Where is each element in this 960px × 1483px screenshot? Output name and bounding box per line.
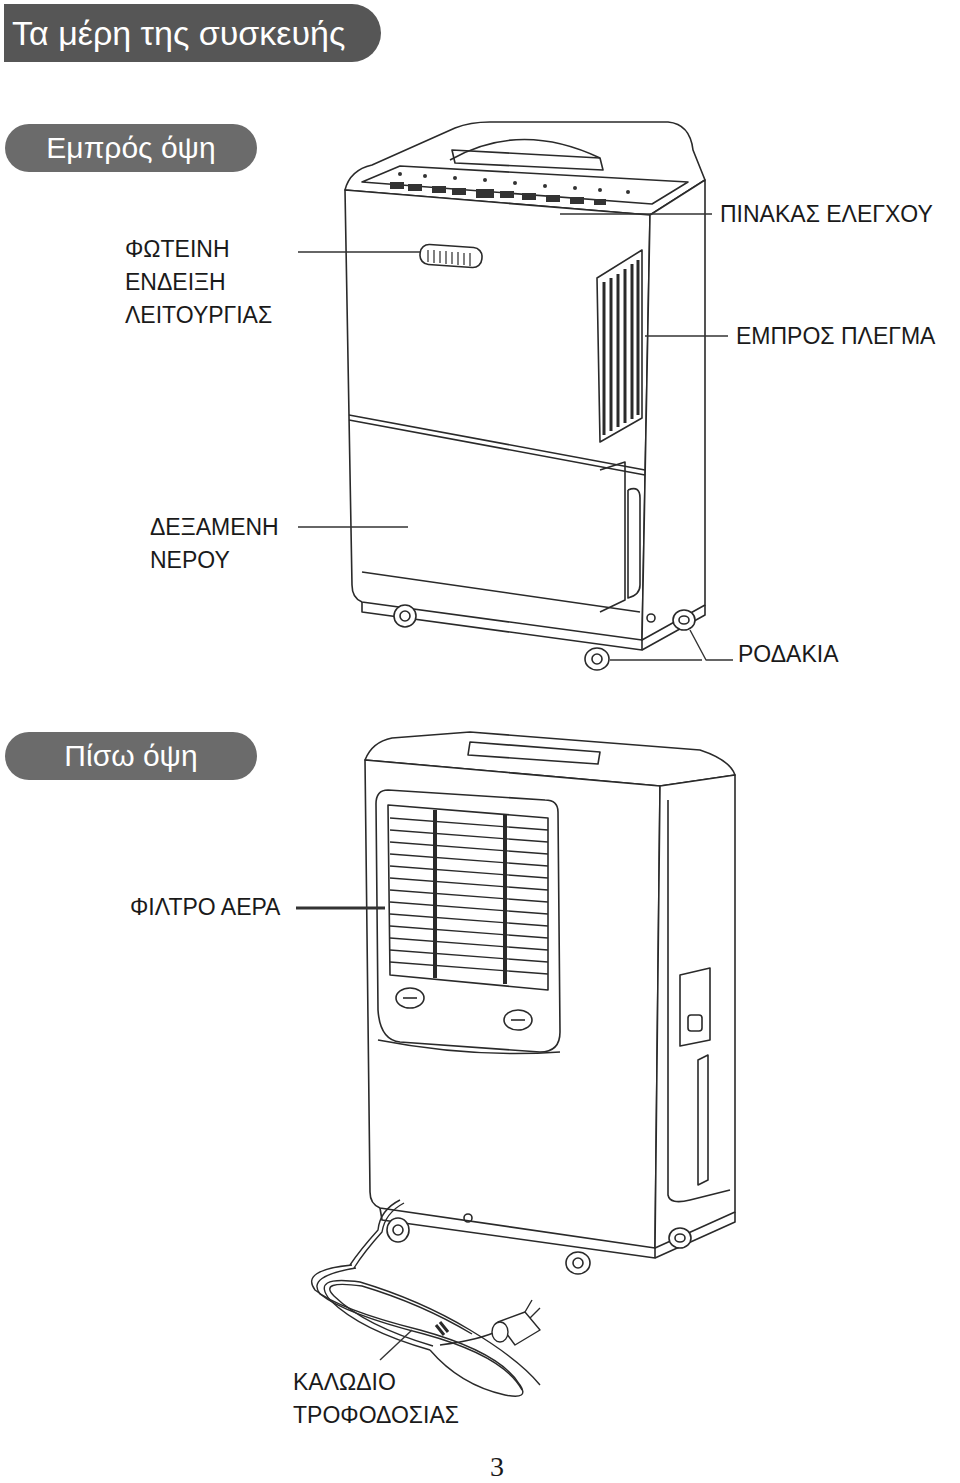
view-heading-text: Εμπρός όψη [46, 131, 215, 165]
part-label: ΚΑΛΩΔΙΟ ΤΡΟΦΟΔΟΣΙΑΣ [293, 1366, 459, 1432]
part-label: ΡΟΔΑΚΙΑ [738, 638, 839, 671]
leader-lines [296, 907, 385, 910]
front-view [345, 122, 705, 670]
view-heading-text: Πίσω όψη [64, 739, 197, 773]
view-heading: Πίσω όψη [5, 732, 257, 780]
part-label: ΠΙΝΑΚΑΣ ΕΛΕΓΧΟΥ [720, 198, 933, 231]
leader-lines [298, 214, 733, 660]
page-number: 3 [490, 1450, 504, 1483]
page-title: Τα μέρη της συσκευής [12, 14, 345, 53]
part-label: ΔΕΞΑΜΕΝΗ ΝΕΡΟΥ [150, 511, 279, 577]
part-label: ΦΩΤΕΙΝΗ ΕΝΔΕΙΞΗ ΛΕΙΤΟΥΡΓΙΑΣ [125, 233, 272, 332]
title-banner: Τα μέρη της συσκευής [4, 4, 381, 62]
leader-lines [380, 1330, 412, 1360]
part-label: ΦΙΛΤΡΟ ΑΕΡΑ [130, 891, 280, 924]
view-heading: Εμπρός όψη [5, 124, 257, 172]
power-cord [312, 1200, 540, 1396]
part-label: ΕΜΠΡΟΣ ΠΛΕΓΜΑ [736, 320, 935, 353]
back-view [365, 732, 735, 1274]
